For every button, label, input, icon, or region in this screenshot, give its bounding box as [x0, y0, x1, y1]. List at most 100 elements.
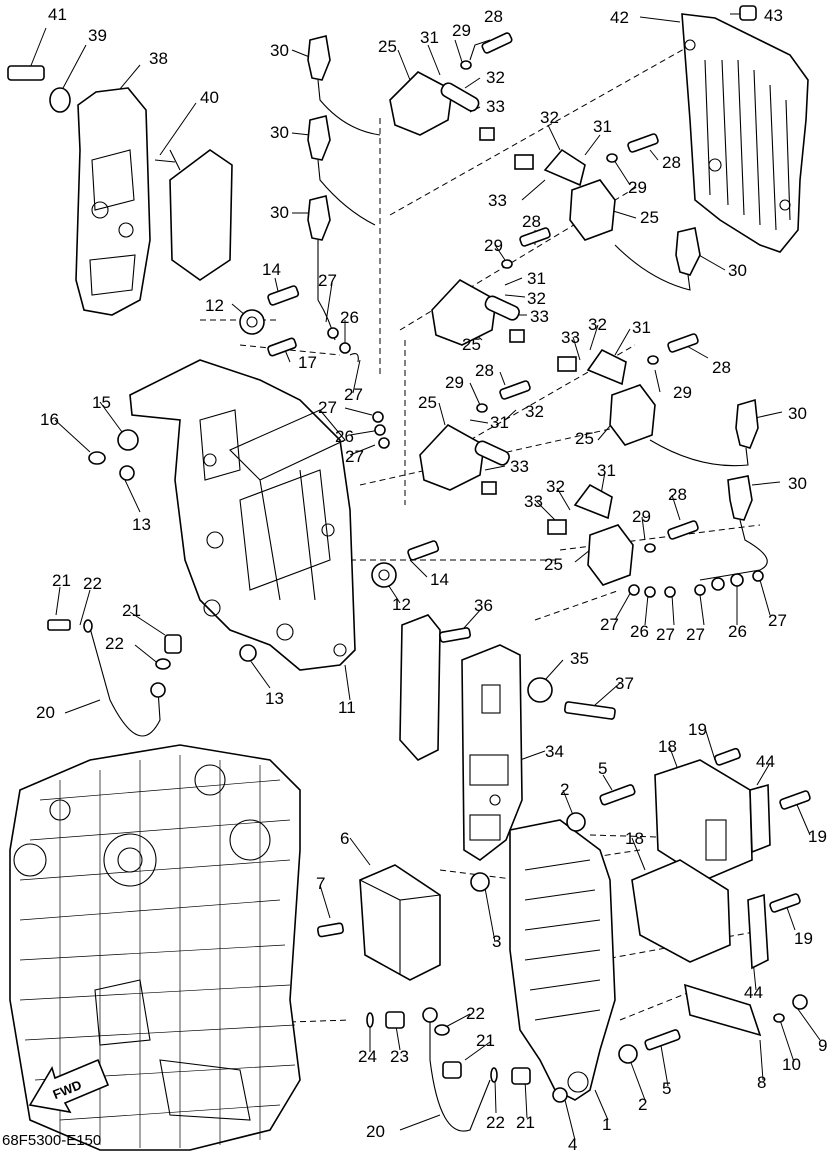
- callout-number: 32: [588, 315, 607, 334]
- mounting-plate-1: [509, 819, 616, 1101]
- ignition-coil-3: [431, 278, 525, 346]
- callout-number: 14: [430, 570, 449, 589]
- callout-number: 22: [105, 634, 124, 653]
- callout-number: 33: [486, 97, 505, 116]
- callout-number: 25: [640, 208, 659, 227]
- callout-number: 21: [476, 1031, 495, 1050]
- callout-number: 32: [525, 402, 544, 421]
- upper-bracket-assembly: [7, 65, 233, 316]
- fwd-direction-arrow: FWD: [28, 1058, 110, 1114]
- callout-number: 27: [318, 271, 337, 290]
- cover-42: [681, 5, 809, 253]
- callout-number: 28: [668, 485, 687, 504]
- ignition-coils: [389, 39, 656, 586]
- callout-number: 39: [88, 26, 107, 45]
- callout-number: 10: [782, 1055, 801, 1074]
- callout-number: 26: [728, 622, 747, 641]
- callout-number: 3: [492, 932, 501, 951]
- callout-number: 29: [452, 21, 471, 40]
- callout-number: 33: [488, 191, 507, 210]
- callout-number: 27: [686, 625, 705, 644]
- screw-43: [739, 5, 757, 21]
- callout-number: 28: [712, 358, 731, 377]
- callout-number: 22: [83, 574, 102, 593]
- callout-number: 30: [788, 404, 807, 423]
- ignition-coil-2: [514, 148, 616, 241]
- callout-number: 25: [544, 555, 563, 574]
- small-fasteners: [88, 32, 764, 662]
- callout-number: 37: [615, 674, 634, 693]
- callout-number: 36: [474, 596, 493, 615]
- callout-number: 33: [510, 457, 529, 476]
- callout-number: 38: [149, 49, 168, 68]
- callout-number: 12: [392, 595, 411, 614]
- clip-bracket: [169, 149, 233, 281]
- callout-number: 26: [340, 308, 359, 327]
- callout-number: 27: [768, 611, 787, 630]
- callout-number: 2: [560, 780, 569, 799]
- callout-number: 44: [744, 983, 763, 1002]
- callout-number: 30: [270, 203, 289, 222]
- callout-number: 28: [484, 7, 503, 26]
- callout-number: 25: [418, 393, 437, 412]
- callout-number: 5: [662, 1079, 671, 1098]
- leader-lines: [29, 13, 821, 1141]
- callout-number: 31: [597, 461, 616, 480]
- callout-number: 33: [561, 328, 580, 347]
- callout-number: 31: [420, 28, 439, 47]
- callout-number: 34: [545, 742, 564, 761]
- ignition-coil-4: [557, 348, 656, 446]
- callout-number: 27: [656, 625, 675, 644]
- callout-number: 11: [338, 698, 356, 717]
- callout-number: 29: [484, 236, 503, 255]
- callout-number: 32: [546, 477, 565, 496]
- callout-number: 30: [728, 261, 747, 280]
- callout-number: 7: [316, 874, 325, 893]
- grommet-35: [527, 677, 553, 703]
- callout-number: 27: [345, 447, 364, 466]
- callout-number: 6: [340, 829, 349, 848]
- callout-number: 32: [527, 289, 546, 308]
- unit-18-upper: [654, 759, 753, 881]
- callout-number: 42: [610, 8, 629, 27]
- callout-number: 23: [390, 1047, 409, 1066]
- callout-number: 28: [522, 212, 541, 231]
- callout-number: 30: [788, 474, 807, 493]
- callout-number: 15: [92, 393, 111, 412]
- callout-number: 1: [602, 1115, 611, 1134]
- callout-number: 19: [794, 929, 813, 948]
- callout-number: 9: [818, 1036, 827, 1055]
- grommet-39: [49, 87, 71, 113]
- callout-number: 8: [757, 1073, 766, 1092]
- callout-number: 33: [530, 307, 549, 326]
- callout-number: 28: [475, 361, 494, 380]
- bolt-41: [7, 65, 45, 81]
- callout-number: 12: [205, 296, 224, 315]
- callout-number: 41: [48, 5, 67, 24]
- callout-number: 21: [516, 1113, 535, 1132]
- ignition-coil-6: [547, 483, 634, 586]
- callout-number: 13: [132, 515, 151, 534]
- callout-number: 27: [318, 398, 337, 417]
- callout-number: 18: [658, 737, 677, 756]
- callout-number: 30: [270, 123, 289, 142]
- callout-number: 29: [632, 507, 651, 526]
- collar-40: [154, 149, 181, 171]
- callout-number: 33: [524, 492, 543, 511]
- spark-plug-caps: [307, 35, 768, 581]
- callout-number: 31: [527, 269, 546, 288]
- callout-number: 14: [262, 260, 281, 279]
- unit-18-lower: [631, 859, 731, 963]
- callout-number: 31: [632, 318, 651, 337]
- callout-number: 22: [466, 1004, 485, 1023]
- callout-number: 24: [358, 1047, 377, 1066]
- ground-leads: [47, 619, 531, 1132]
- callout-number: 43: [764, 6, 783, 25]
- callout-number: 17: [298, 353, 317, 372]
- callout-number: 32: [540, 108, 559, 127]
- callout-number: 27: [344, 385, 363, 404]
- callout-number: 25: [378, 37, 397, 56]
- callout-number: 5: [598, 759, 607, 778]
